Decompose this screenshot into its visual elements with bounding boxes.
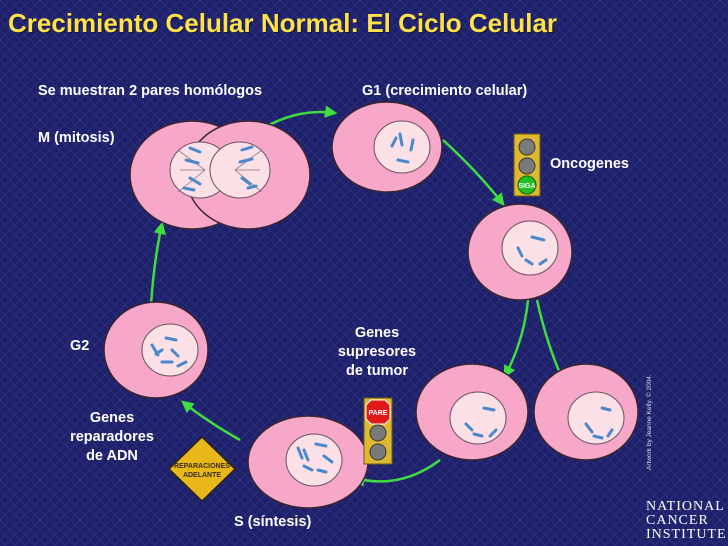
arrow-g2-to-m [149, 221, 166, 306]
arrow-m-to-g1 [264, 105, 338, 129]
arrow-g1b-to-checkpoint-left [503, 299, 530, 379]
mitosis-cell [129, 120, 311, 230]
oncogenes-label: Oncogenes [550, 156, 629, 172]
homologous-pairs-label: Se muestran 2 pares homólogos [38, 83, 263, 99]
tumor-suppressor-line-3: de tumor [345, 363, 409, 379]
nci-logo-line-3: INSTITUTE [646, 527, 727, 542]
nci-logo: NATIONAL CANCER INSTITUTE [646, 500, 727, 542]
artwork-credit: Artwork by Jeanne Kelly. © 2004. [646, 374, 653, 470]
dna-repair-genes-label: Genes reparadores de ADN [52, 409, 172, 466]
g2-phase-label: G2 [70, 338, 90, 354]
s-phase-cell [247, 415, 369, 509]
dna-repair-line-1: Genes [89, 410, 135, 426]
g1-phase-label: G1 (crecimiento celular) [362, 83, 528, 99]
page-title: Crecimiento Celular Normal: El Ciclo Cel… [8, 8, 558, 38]
stop-sign-text: PARE [369, 410, 388, 417]
arrow-s-to-g2 [181, 400, 241, 442]
repairs-sign-line-1: REPARACIONES [174, 463, 230, 470]
tumor-suppressor-line-2: supresores [337, 344, 417, 360]
mitosis-phase-label: M (mitosis) [38, 130, 115, 146]
nci-logo-line-1: NATIONAL [646, 499, 725, 514]
go-light-text: SIGA [518, 183, 535, 190]
go-traffic-light: SIGA [513, 133, 541, 197]
synthesis-phase-label: S (síntesis) [234, 514, 312, 530]
dna-repair-line-3: de ADN [86, 448, 138, 464]
checkpoint-cell-left [415, 363, 529, 461]
arrow-g1b-to-checkpoint-right [535, 299, 565, 383]
nci-logo-line-2: CANCER [646, 513, 709, 528]
arrow-g1-to-g1b [442, 139, 505, 206]
g1-late-cell [467, 203, 573, 301]
g2-cell [103, 301, 209, 399]
tumor-suppressor-line-1: Genes [354, 325, 400, 341]
g1-cell [331, 101, 443, 193]
tumor-suppressor-label: Genes supresores de tumor [322, 324, 432, 381]
repairs-ahead-sign: REPARACIONES ADELANTE [167, 435, 237, 503]
repairs-sign-line-2: ADELANTE [183, 472, 221, 479]
dna-repair-line-2: reparadores [70, 429, 154, 445]
stop-traffic-light: PARE [363, 397, 393, 465]
cycle-arrows [149, 105, 565, 487]
checkpoint-cell-right [533, 363, 639, 461]
